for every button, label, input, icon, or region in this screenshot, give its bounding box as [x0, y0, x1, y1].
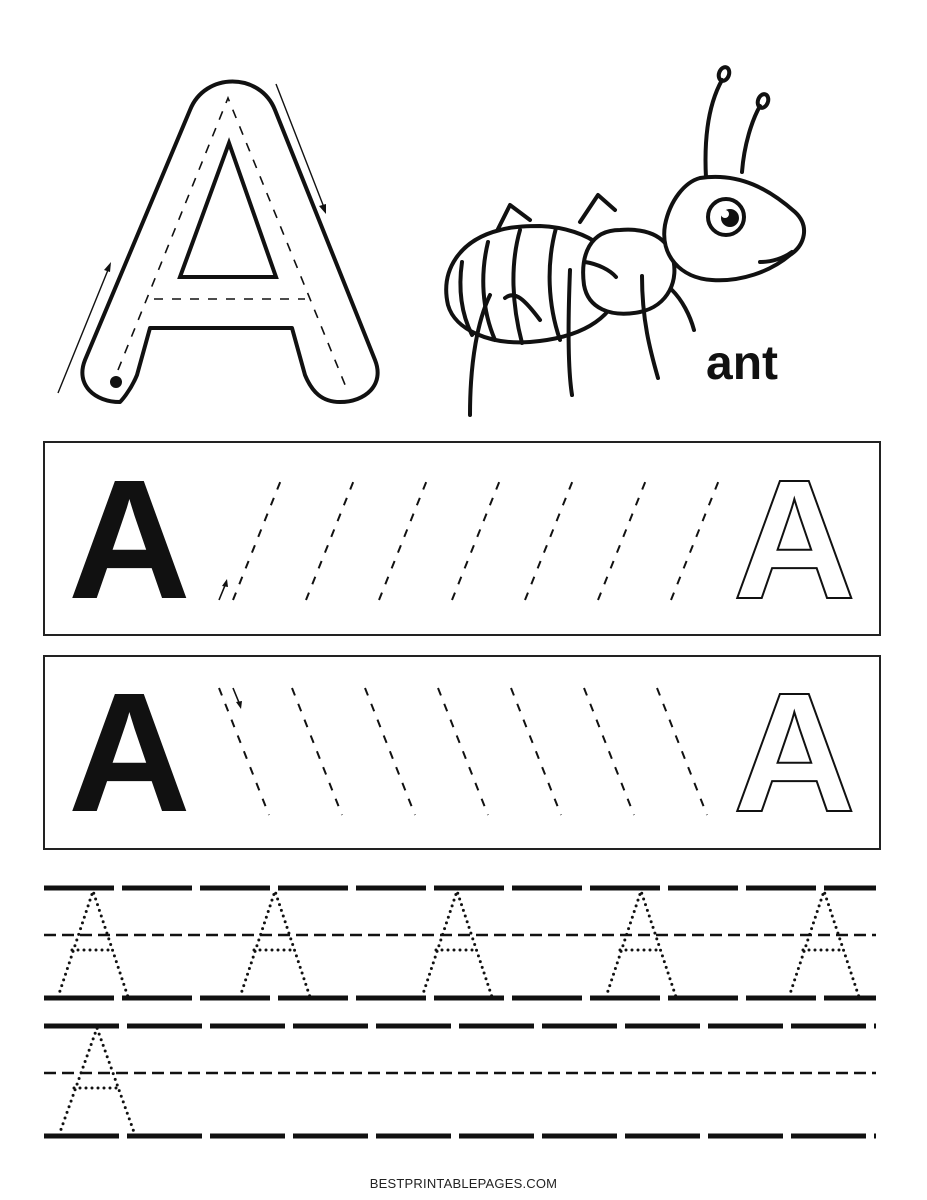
practice-box-2: [43, 655, 881, 850]
stroke-arrow-up-icon: [218, 579, 228, 601]
handwriting-row-2: [44, 1023, 876, 1139]
outline-letter-1: A: [732, 445, 857, 635]
model-letter-1: A: [68, 445, 191, 635]
handwriting-row-1: [44, 885, 876, 1001]
model-letter-2: A: [68, 658, 191, 848]
arrow-down-icon: [275, 83, 326, 214]
outline-letter-2: A: [732, 658, 857, 848]
arrow-up-icon: [57, 262, 111, 394]
picture-word-label: ant: [706, 337, 778, 390]
start-dot-icon: [110, 376, 122, 388]
stroke-arrow-down-icon: [232, 687, 242, 709]
footer-website[interactable]: BESTPRINTABLEPAGES.COM: [369, 1176, 558, 1191]
practice-box-1: [43, 441, 881, 636]
